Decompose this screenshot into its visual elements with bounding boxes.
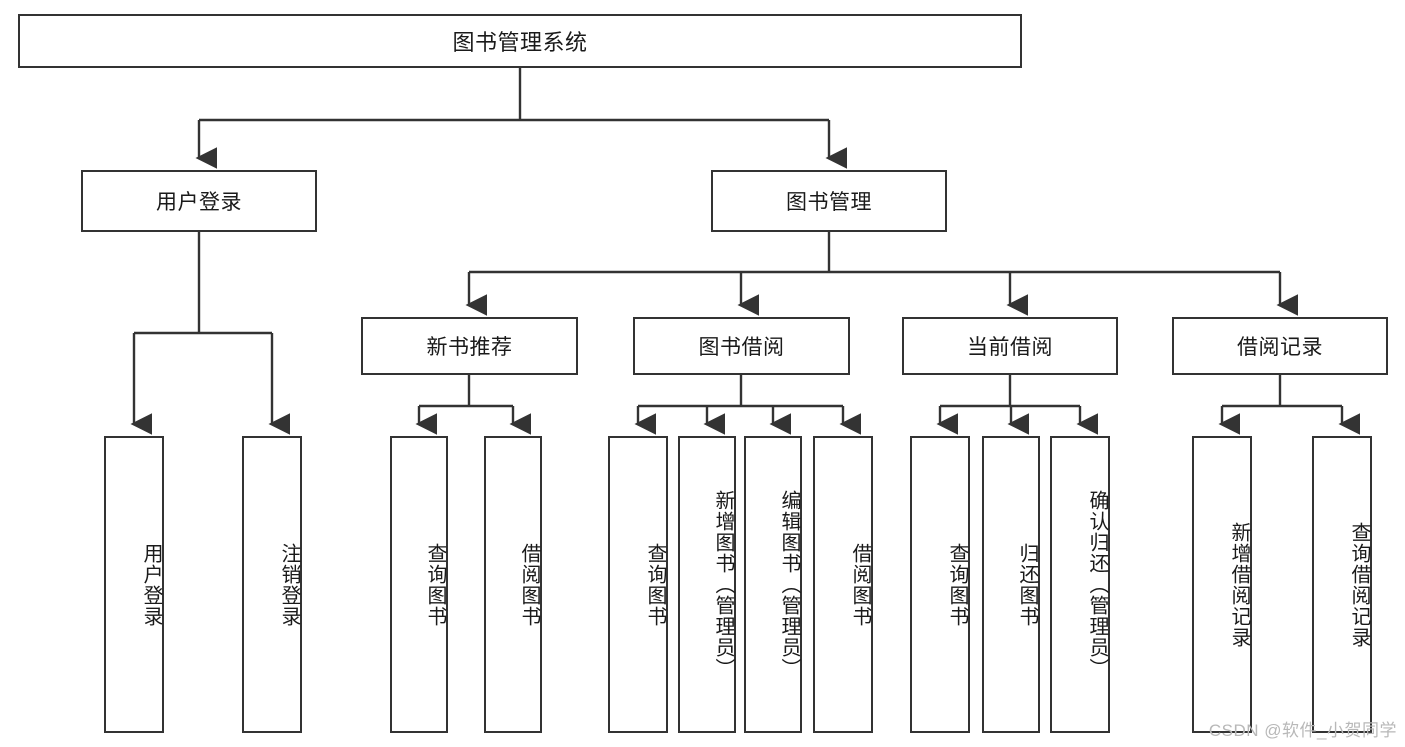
leaf-query-borrow-record[interactable]: 查询借阅记录 (1312, 436, 1372, 733)
node-new-book-recommend[interactable]: 新书推荐 (361, 317, 578, 375)
node-user-login[interactable]: 用户登录 (81, 170, 317, 232)
leaf-add-book-admin[interactable]: 新增图书（管理员） (678, 436, 736, 733)
leaf-return-book[interactable]: 归还图书 (982, 436, 1040, 733)
leaf-logout[interactable]: 注销登录 (242, 436, 302, 733)
leaf-query-book-borrow[interactable]: 查询图书 (608, 436, 668, 733)
leaf-add-borrow-record[interactable]: 新增借阅记录 (1192, 436, 1252, 733)
leaf-borrow-book-recommend[interactable]: 借阅图书 (484, 436, 542, 733)
leaf-edit-book-admin[interactable]: 编辑图书（管理员） (744, 436, 802, 733)
leaf-user-login[interactable]: 用户登录 (104, 436, 164, 733)
leaf-query-book-current[interactable]: 查询图书 (910, 436, 970, 733)
leaf-confirm-return-admin[interactable]: 确认归还（管理员） (1050, 436, 1110, 733)
node-book-management[interactable]: 图书管理 (711, 170, 947, 232)
node-book-borrow[interactable]: 图书借阅 (633, 317, 850, 375)
leaf-borrow-book[interactable]: 借阅图书 (813, 436, 873, 733)
node-borrow-record[interactable]: 借阅记录 (1172, 317, 1388, 375)
leaf-query-book-recommend[interactable]: 查询图书 (390, 436, 448, 733)
node-current-borrow[interactable]: 当前借阅 (902, 317, 1118, 375)
node-root-system[interactable]: 图书管理系统 (18, 14, 1022, 68)
watermark-text: CSDN @软件_小贺同学 (1208, 721, 1397, 740)
